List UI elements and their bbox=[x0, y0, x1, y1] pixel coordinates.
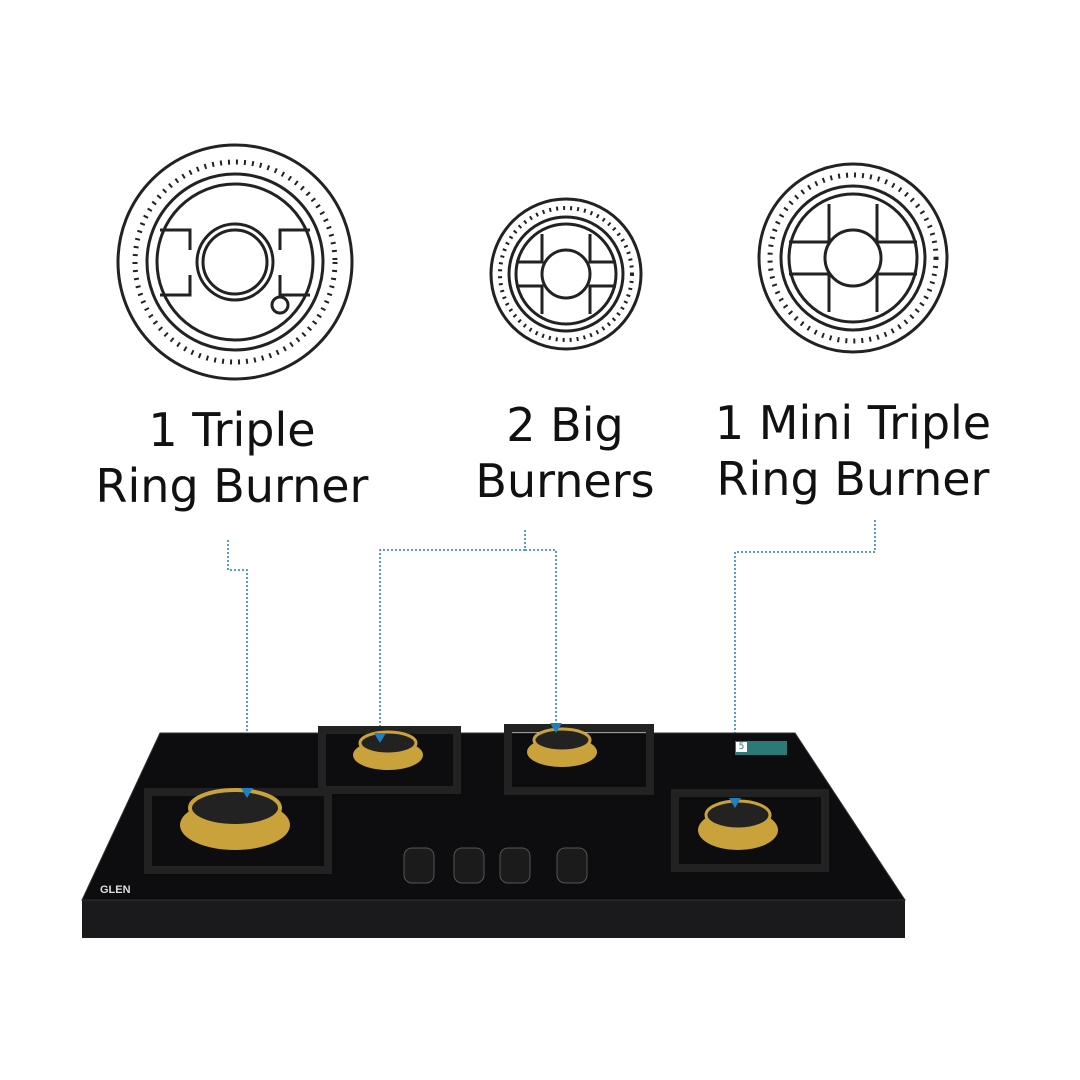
control-knobs bbox=[403, 847, 588, 884]
triple-ring-burner-diagram bbox=[116, 143, 354, 381]
rating-number: 5 bbox=[736, 742, 747, 752]
label-mini-triple-ring-burner: 1 Mini Triple Ring Burner bbox=[673, 395, 1033, 507]
energy-rating-badge: 5 bbox=[735, 741, 787, 755]
label-line: Ring Burner bbox=[716, 452, 990, 506]
brand-logo: GLEN bbox=[100, 884, 131, 896]
label-line: 1 Triple bbox=[148, 403, 316, 457]
label-line: Ring Burner bbox=[95, 459, 369, 513]
label-line: Burners bbox=[475, 454, 655, 508]
gas-hob bbox=[81, 723, 906, 938]
burners bbox=[180, 727, 778, 850]
arrow-heads bbox=[241, 723, 741, 808]
leader-lines bbox=[227, 520, 876, 800]
label-line: 2 Big bbox=[506, 398, 624, 452]
label-line: 1 Mini Triple bbox=[714, 396, 992, 450]
big-burner-diagram bbox=[489, 197, 643, 351]
label-triple-ring-burner: 1 Triple Ring Burner bbox=[52, 402, 412, 514]
label-big-burners: 2 Big Burners bbox=[385, 397, 745, 509]
pan-supports bbox=[144, 724, 829, 874]
mini-triple-ring-burner-diagram bbox=[757, 162, 949, 354]
